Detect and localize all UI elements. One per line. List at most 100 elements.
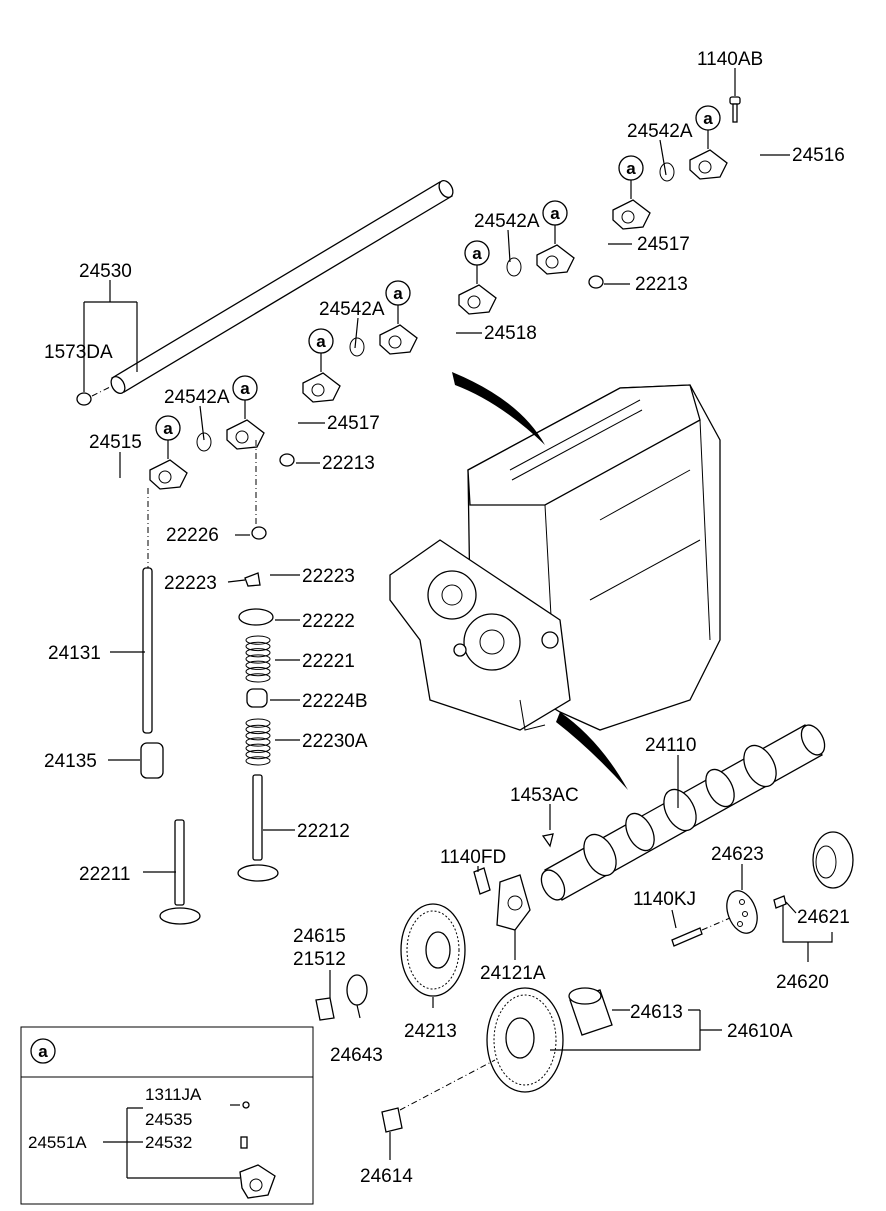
rocker-arm [536, 225, 575, 275]
rocker-arm [689, 130, 728, 180]
washer-24643 [346, 974, 368, 1006]
label-1140fd: 1140FD [440, 847, 506, 868]
key-1453ac [541, 833, 554, 848]
label-24542a-1: 24542A [627, 121, 693, 142]
clip-spring [349, 337, 365, 357]
rocker-arm [612, 180, 651, 230]
rocker-arm [226, 400, 265, 450]
legend-box: a 1311JA 24535 24551A 24532 [20, 1026, 314, 1205]
callout-marker: a [464, 240, 490, 266]
label-24542a-2: 24542A [474, 211, 540, 232]
flange-24121a [496, 874, 531, 931]
label-1140kj: 1140KJ [633, 889, 696, 910]
plug-1573da [76, 385, 113, 406]
spring-coil [245, 724, 271, 735]
svg-text:a: a [472, 244, 482, 263]
pump-24621 [812, 831, 854, 889]
rocker-arm [149, 440, 188, 490]
seal-22224b [246, 688, 268, 708]
label-24518: 24518 [484, 323, 537, 344]
engine-block [389, 384, 721, 731]
leader-lines [83, 68, 833, 1160]
svg-text:a: a [393, 284, 403, 303]
label-22221: 22221 [302, 651, 355, 672]
plate-24623 [726, 890, 758, 934]
label-24515: 24515 [89, 432, 142, 453]
valve-22212 [237, 774, 279, 882]
svg-text:a: a [38, 1042, 48, 1061]
label-24213: 24213 [404, 1021, 457, 1042]
label-24613: 24613 [630, 1002, 683, 1023]
bolt-1140kj [671, 917, 731, 947]
label-22226: 22226 [166, 525, 219, 546]
bushing-24613 [568, 987, 613, 1036]
svg-text:a: a [626, 159, 636, 178]
spring-coil [245, 743, 271, 753]
legend-marker: a [30, 1038, 56, 1064]
spring-coil [245, 641, 271, 652]
callout-marker: a [542, 200, 568, 226]
gear-24213 [400, 903, 466, 997]
legend-label-24535: 24535 [145, 1110, 192, 1129]
pointer-arrow-top [452, 372, 545, 445]
rocker-arm [379, 305, 418, 355]
svg-text:a: a [240, 379, 250, 398]
label-24517-lower: 24517 [327, 413, 380, 434]
pointer-arrow-bottom [556, 712, 628, 790]
label-24516: 24516 [792, 145, 845, 166]
label-21512: 21512 [293, 949, 346, 970]
spring-coil [245, 635, 271, 645]
label-22211: 22211 [79, 864, 130, 885]
clip-spring [196, 432, 212, 452]
callout-marker: a [385, 280, 411, 306]
cap-22213-upper [588, 275, 604, 289]
spring-coil [245, 660, 271, 670]
camshaft [540, 724, 826, 901]
spring-coil [245, 654, 271, 664]
cotter-22223 [244, 572, 261, 587]
label-22224b: 22224B [302, 691, 368, 712]
label-24517-upper: 24517 [637, 234, 690, 255]
clip-spring [506, 257, 522, 277]
label-22222: 22222 [302, 611, 355, 632]
label-24643: 24643 [330, 1045, 383, 1066]
bolt-24614 [381, 1059, 496, 1133]
callout-marker: a [232, 375, 258, 401]
label-24542a-3: 24542A [319, 299, 385, 320]
rocker-arm [458, 265, 497, 315]
legend-label-1311ja: 1311JA [145, 1085, 202, 1104]
pin-24620 [773, 895, 787, 909]
label-24621: 24621 [797, 907, 850, 928]
label-24614: 24614 [360, 1166, 413, 1187]
label-24615: 24615 [293, 926, 346, 947]
cap-22226 [251, 440, 267, 540]
spring-22230a [245, 718, 271, 766]
label-24135: 24135 [44, 751, 97, 772]
spring-coil [245, 718, 271, 728]
callout-marker: a [308, 328, 334, 354]
spring-coil [245, 666, 271, 677]
label-22223-right: 22223 [302, 566, 355, 587]
label-24110: 24110 [645, 735, 696, 756]
spring-coil [245, 756, 271, 766]
spring-coil [245, 749, 271, 760]
label-24623: 24623 [711, 844, 764, 865]
label-1140ab: 1140AB [697, 49, 763, 70]
label-24530: 24530 [79, 261, 132, 282]
spring-coil [245, 737, 271, 747]
spring-coil [245, 648, 271, 658]
label-22223-left: 22223 [164, 573, 217, 594]
spring-coil [245, 673, 271, 683]
clip-spring [659, 162, 675, 182]
callout-marker: a [618, 155, 644, 181]
valve-22211 [159, 819, 201, 925]
label-24121a: 24121A [480, 963, 546, 984]
label-24131: 24131 [48, 643, 101, 664]
bolt-1140fd [473, 867, 491, 895]
label-24610a: 24610A [727, 1021, 793, 1042]
callout-marker: a [695, 105, 721, 131]
push-rod-24131 [142, 488, 153, 734]
label-22213-lower: 22213 [322, 453, 375, 474]
